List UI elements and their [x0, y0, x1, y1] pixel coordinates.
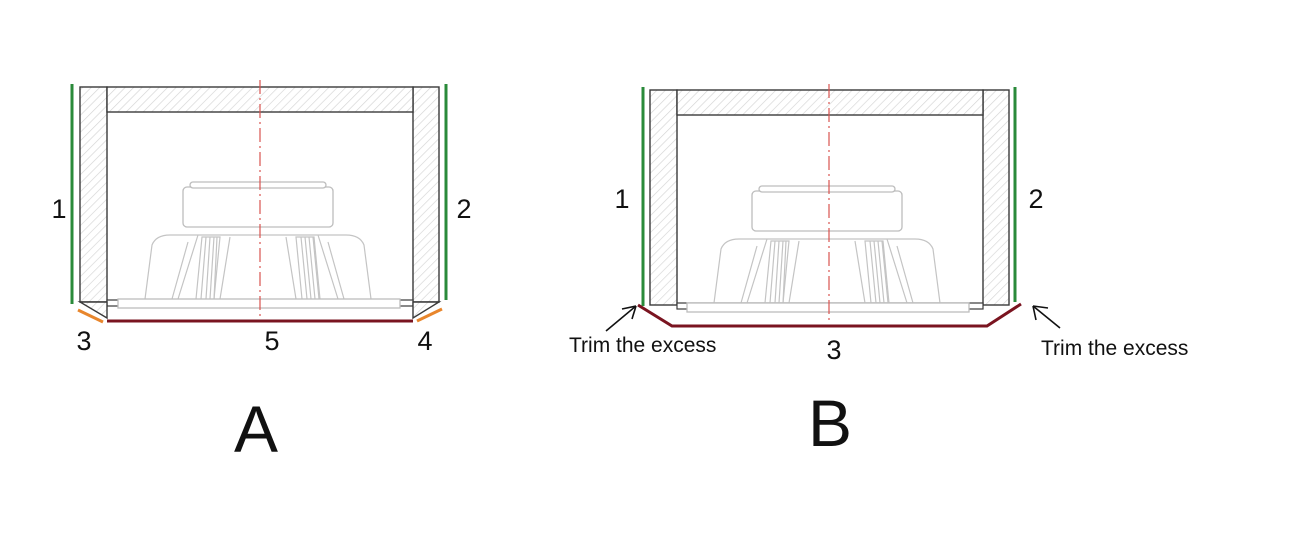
panel-1 [79, 86, 108, 303]
label-2: 2 [456, 194, 471, 224]
speaker-a [117, 181, 401, 309]
edge-4 [416, 307, 443, 323]
arrow-left [605, 305, 637, 332]
panel-2-b [982, 89, 1010, 306]
label-4: 4 [417, 326, 432, 356]
caption-a: A [234, 392, 278, 466]
diagram-b: 1 2 3 Trim the excess Trim the excess B [569, 84, 1188, 460]
label-3: 3 [76, 326, 91, 356]
label-5: 5 [264, 326, 279, 356]
diagram-a: 1 2 3 5 4 A [51, 80, 472, 466]
edge-3 [77, 308, 104, 324]
annotation-right: Trim the excess [1041, 337, 1188, 360]
edge-3-b [637, 302, 1022, 328]
label-1: 1 [51, 194, 66, 224]
panel-1-b [649, 89, 678, 306]
arrow-right [1032, 305, 1061, 329]
top-panel-b [676, 89, 984, 116]
annotation-left: Trim the excess [569, 334, 716, 357]
bevel-4 [412, 301, 442, 320]
label-3-b: 3 [826, 335, 841, 365]
bevel-3 [77, 301, 108, 320]
label-2-b: 2 [1028, 184, 1043, 214]
caption-b: B [808, 386, 852, 460]
label-1-b: 1 [614, 184, 629, 214]
panel-2 [412, 86, 440, 303]
speaker-b [686, 185, 970, 313]
